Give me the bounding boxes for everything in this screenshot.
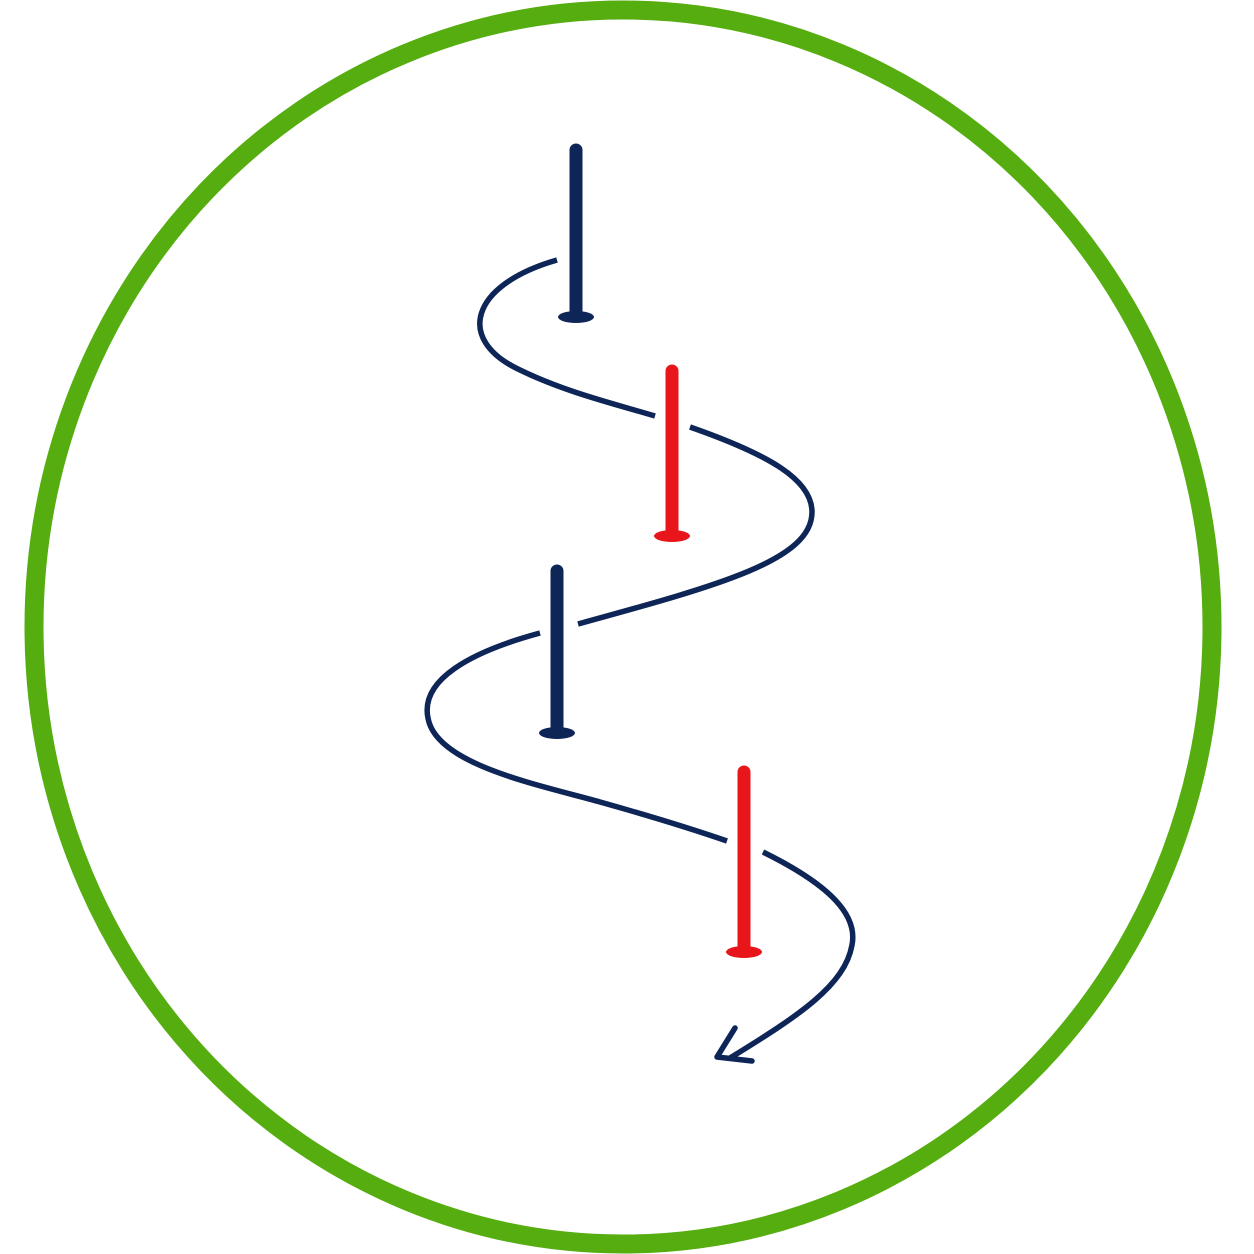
- circle-ring-icon: [24, 0, 1222, 1254]
- slalom-pole-icon: [558, 143, 594, 323]
- path-segment: [577, 424, 815, 627]
- slalom-pole-icon: [654, 364, 690, 542]
- path-segment: [424, 630, 728, 844]
- path-segment: [728, 849, 856, 1061]
- slalom-poles: [539, 143, 762, 958]
- slalom-pole-icon: [726, 765, 762, 958]
- arrowhead-icon: [714, 1025, 755, 1064]
- slalom-pole-icon: [539, 564, 575, 739]
- slalom-path-arrow-icon: [424, 257, 856, 1064]
- path-segment: [477, 257, 656, 419]
